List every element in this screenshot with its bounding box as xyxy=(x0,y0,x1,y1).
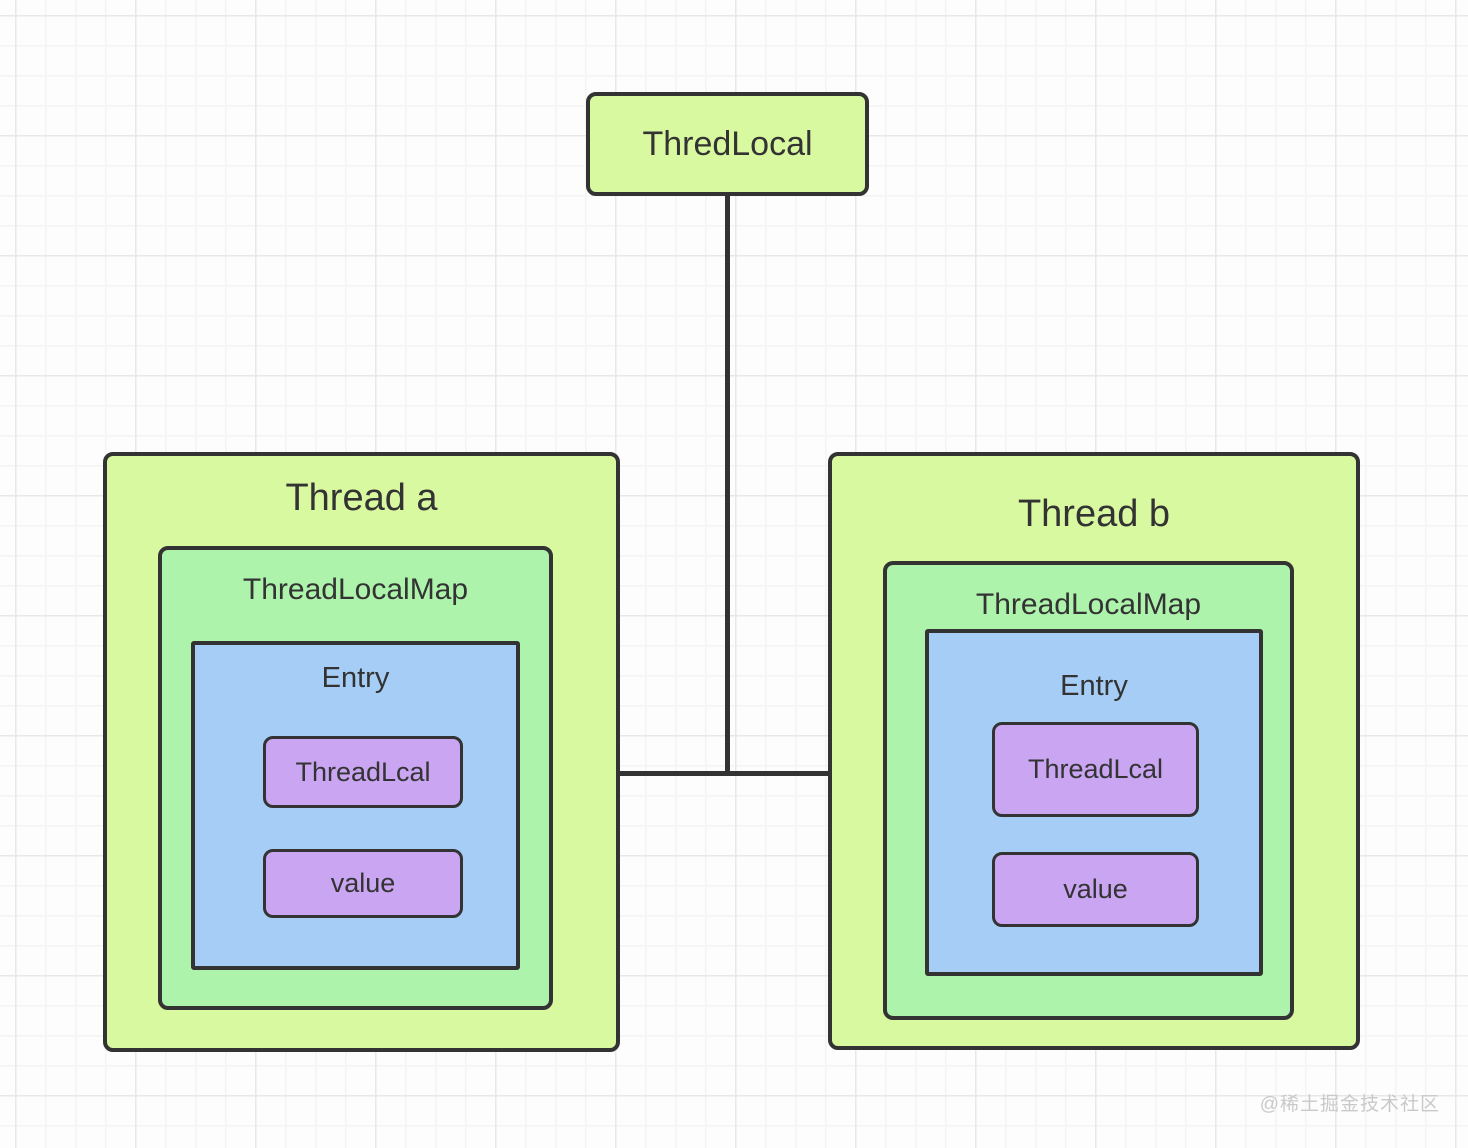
watermark: @稀土掘金技术社区 xyxy=(1259,1094,1440,1115)
connector-vertical-line xyxy=(725,194,730,775)
node-threadlocalmap-b: ThreadLocalMap Entry ThreadLcal value xyxy=(883,561,1294,1020)
value-b-label: value xyxy=(1063,874,1128,904)
node-entry-a: Entry ThreadLcal value xyxy=(191,641,520,970)
entry-b-title: Entry xyxy=(1060,670,1128,702)
node-value-b: value xyxy=(992,852,1199,927)
node-threadlcal-key-a: ThreadLcal xyxy=(263,736,463,808)
node-thread-b: Thread b ThreadLocalMap Entry ThreadLcal… xyxy=(828,452,1360,1050)
node-value-a: value xyxy=(263,849,463,918)
threadlocalmap-a-title: ThreadLocalMap xyxy=(242,573,469,606)
thread-b-title: Thread b xyxy=(1017,493,1171,535)
node-threadlcal-key-b: ThreadLcal xyxy=(992,722,1199,817)
value-a-label: value xyxy=(330,868,396,898)
node-threadlocal-root: ThredLocal xyxy=(586,92,869,196)
root-node-label: ThredLocal xyxy=(642,124,813,163)
threadlcal-key-a-label: ThreadLcal xyxy=(295,756,431,787)
entry-a-title: Entry xyxy=(321,662,390,694)
threadlcal-key-b-label: ThreadLcal xyxy=(1027,754,1164,784)
threadlocalmap-b-title: ThreadLocalMap xyxy=(975,588,1202,621)
node-thread-a: Thread a ThreadLocalMap Entry ThreadLcal… xyxy=(103,452,620,1052)
node-threadlocalmap-a: ThreadLocalMap Entry ThreadLcal value xyxy=(158,546,553,1010)
thread-a-title: Thread a xyxy=(285,477,438,519)
node-entry-b: Entry ThreadLcal value xyxy=(925,629,1263,976)
connector-horizontal-line xyxy=(478,771,978,776)
